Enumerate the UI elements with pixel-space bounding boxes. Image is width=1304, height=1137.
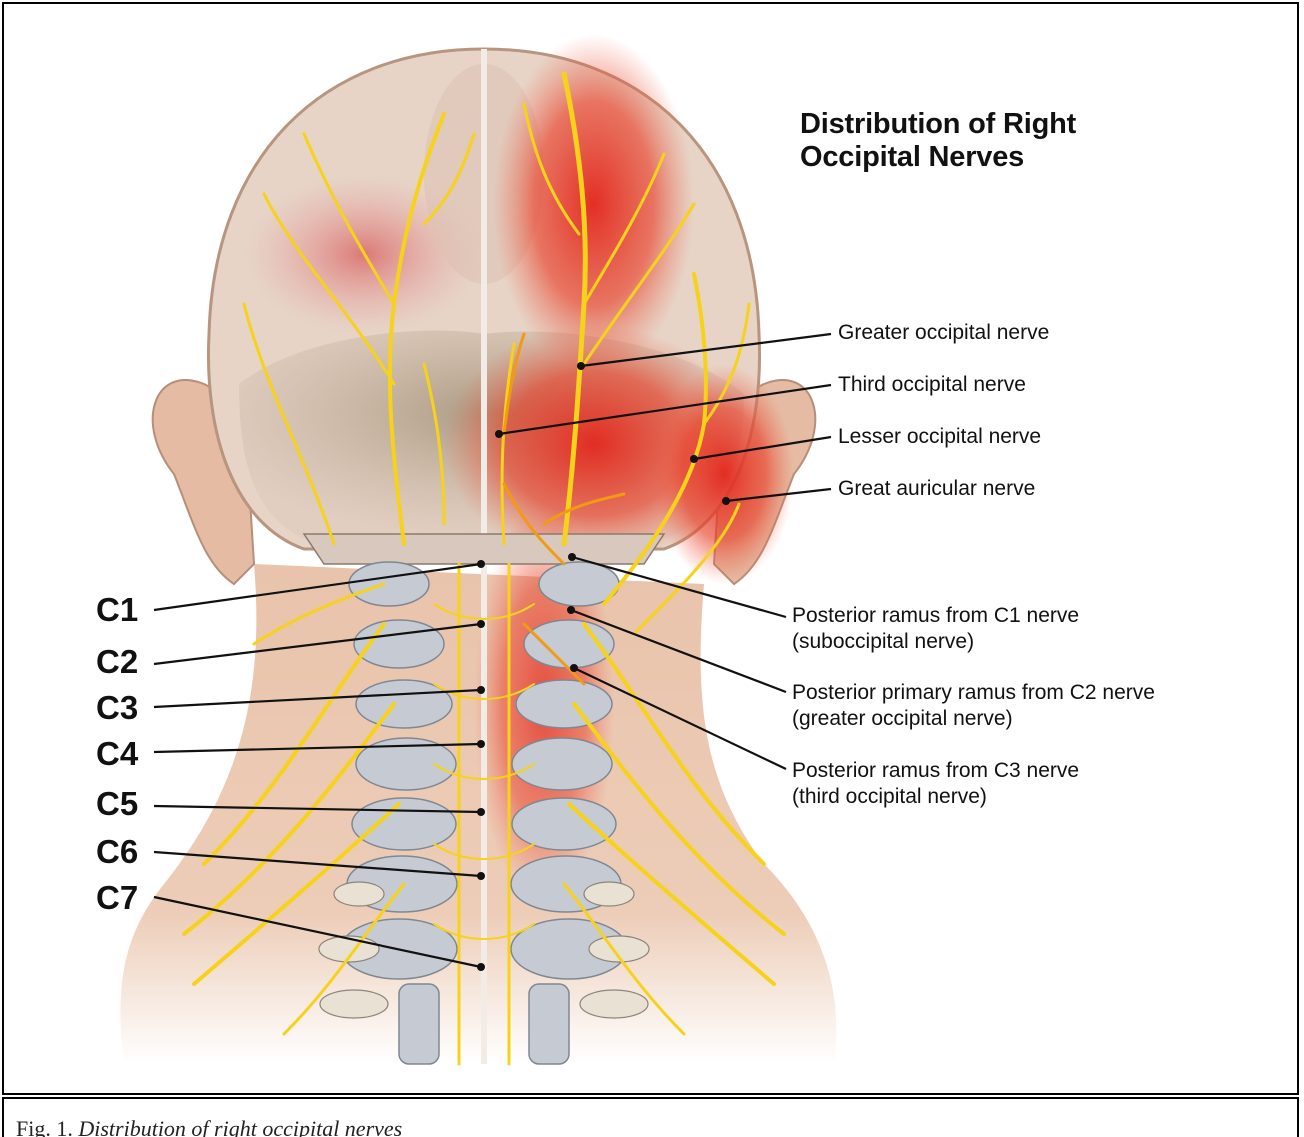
leader-lines [153,332,832,969]
label-c6: C6 [96,833,139,870]
figure-title: Distribution of Right Occipital Nerves [800,108,1076,174]
label-c2: C2 [96,643,139,680]
label-c1-ramus: Posterior ramus from C1 nerve (suboccipi… [792,603,1079,655]
head-neck-illustration [120,34,837,1066]
label-c1-ramus-line2: (suboccipital nerve) [792,630,975,653]
nerve-network [182,71,786,1066]
title-line-1: Distribution of Right [800,108,1077,140]
label-c3: C3 [96,689,139,726]
label-third-occipital: Third occipital nerve [838,373,1026,396]
label-c2-ramus-line2: (greater occipital nerve) [792,707,1013,730]
label-c5: C5 [96,785,139,822]
skull-base [302,533,666,565]
figure-frame: Distribution of Right Occipital Nerves G… [2,2,1299,1095]
caption-text: Distribution of right occipital nerves [78,1116,403,1137]
label-c7: C7 [96,879,139,916]
label-c4: C4 [96,735,139,772]
leader-dots [477,362,730,971]
cervical-spine [318,561,650,1065]
label-c3-ramus-line1: Posterior ramus from C3 nerve [792,759,1080,782]
label-c2-ramus-line1: Posterior primary ramus from C2 nerve [792,681,1155,704]
label-lesser-occipital: Lesser occipital nerve [838,425,1042,448]
pain-area-ear [654,364,794,584]
label-c3-ramus-line2: (third occipital nerve) [792,785,987,808]
caption-prefix: Fig. 1. [16,1116,73,1137]
pain-area-top [494,34,694,374]
label-c2-ramus: Posterior primary ramus from C2 nerve (g… [792,680,1155,732]
label-c1-ramus-line1: Posterior ramus from C1 nerve [792,604,1080,627]
figure-caption: Fig. 1. Distribution of right occipital … [16,1116,402,1137]
label-c3-ramus: Posterior ramus from C3 nerve (third occ… [792,758,1079,810]
label-c1: C1 [96,591,139,628]
label-greater-occipital: Greater occipital nerve [838,321,1050,344]
title-line-2: Occipital Nerves [800,141,1025,173]
highlighted-nerves [502,332,626,686]
caption-box: Fig. 1. Distribution of right occipital … [2,1097,1299,1137]
label-great-auricular: Great auricular nerve [838,477,1036,500]
